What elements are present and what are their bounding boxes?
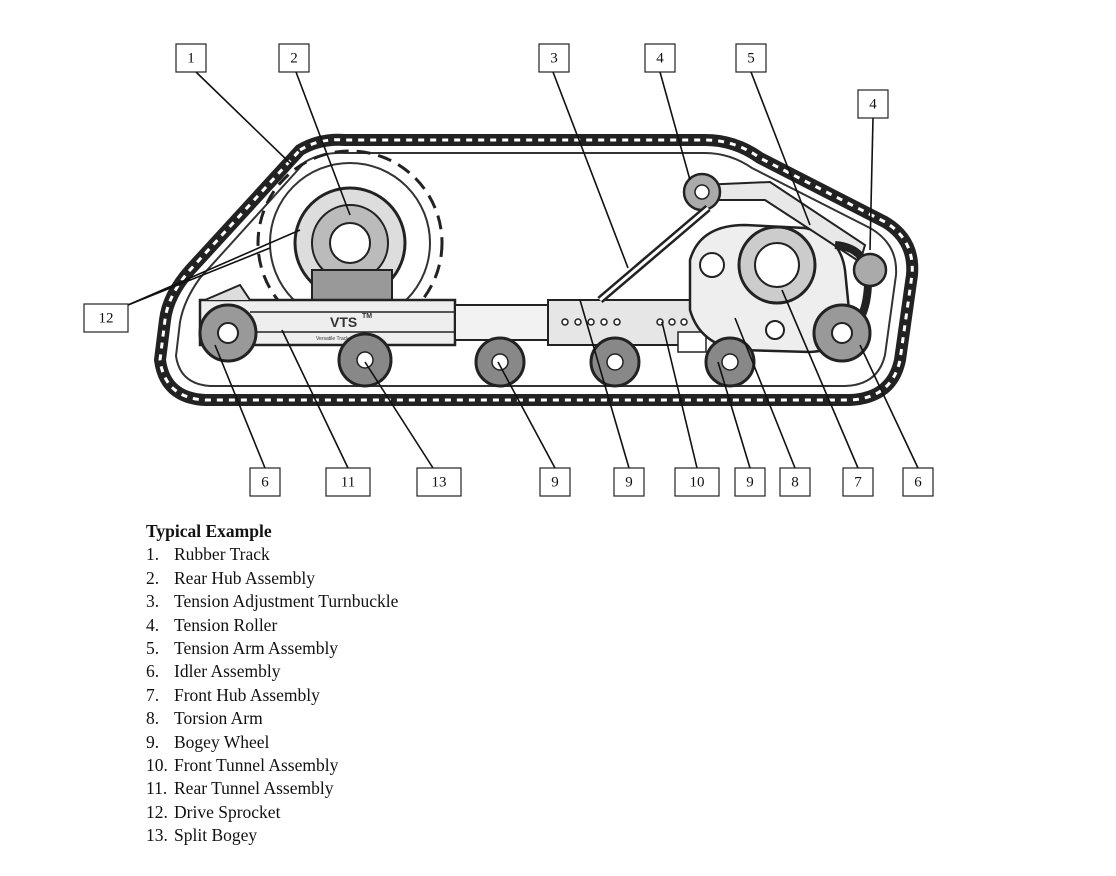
svg-text:9: 9: [551, 474, 559, 490]
badge-subtitle: Versatile Track System: [316, 336, 367, 342]
callout-13: 13: [416, 467, 462, 497]
badge-brand: VTS: [330, 314, 357, 330]
svg-text:10: 10: [690, 474, 705, 490]
legend-item: 11.Rear Tunnel Assembly: [146, 778, 334, 799]
callout-9-a: 9: [539, 467, 571, 497]
legend-item: 12.Drive Sprocket: [146, 801, 281, 822]
leader-lines: [127, 71, 919, 469]
callout-5: 5: [735, 43, 767, 73]
tension-adjustment-turnbuckle: [597, 204, 711, 304]
bogey-wheels: [337, 332, 756, 388]
front-hub-assembly: [737, 225, 817, 305]
callout-2: 2: [278, 43, 310, 73]
svg-text:9: 9: [746, 474, 754, 490]
vts-badge: VTS TM Versatile Track System: [316, 313, 372, 342]
svg-text:6: 6: [261, 474, 269, 490]
svg-text:6: 6: [914, 474, 922, 490]
legend-item: 2.Rear Hub Assembly: [146, 567, 315, 588]
svg-text:3: 3: [550, 50, 558, 66]
svg-text:2: 2: [290, 50, 298, 66]
legend-item: 13.Split Bogey: [146, 825, 258, 846]
legend-item: 1.Rubber Track: [146, 544, 270, 565]
callout-4-top: 4: [644, 43, 676, 73]
svg-text:13: 13: [432, 474, 447, 490]
callout-6-right: 6: [902, 467, 934, 497]
callout-10: 10: [674, 467, 720, 497]
svg-text:4: 4: [869, 96, 877, 112]
svg-text:8: 8: [791, 474, 799, 490]
callout-6-left: 6: [249, 467, 281, 497]
legend-item: 8.Torsion Arm: [146, 708, 263, 729]
legend-title: Typical Example: [146, 521, 272, 541]
legend-item: 9.Bogey Wheel: [146, 731, 270, 752]
legend-item: 6.Idler Assembly: [146, 661, 281, 682]
callout-3: 3: [538, 43, 570, 73]
svg-text:4: 4: [656, 50, 664, 66]
legend-item: 10.Front Tunnel Assembly: [146, 755, 339, 776]
badge-tm: TM: [362, 313, 372, 320]
legend-item: 7.Front Hub Assembly: [146, 684, 320, 705]
legend-item: 4.Tension Roller: [146, 614, 278, 635]
parts-legend: Typical Example 1.Rubber Track 2.Rear Hu…: [146, 520, 398, 848]
legend-item: 3.Tension Adjustment Turnbuckle: [146, 591, 399, 612]
track-system-diagram: VTS TM Versatile Track System: [83, 43, 934, 497]
svg-text:5: 5: [747, 50, 755, 66]
callout-9-b: 9: [613, 467, 645, 497]
svg-text:11: 11: [341, 474, 355, 490]
legend-item: 5.Tension Arm Assembly: [146, 638, 339, 659]
callout-11: 11: [325, 467, 371, 497]
callout-8: 8: [779, 467, 811, 497]
svg-text:9: 9: [625, 474, 633, 490]
callout-9-c: 9: [734, 467, 766, 497]
rubber-track: [153, 133, 919, 406]
callout-7: 7: [842, 467, 874, 497]
callout-4-right: 4: [857, 89, 889, 119]
rear-hub-assembly: [293, 186, 407, 301]
idler-assemblies: [198, 303, 872, 363]
callout-1: 1: [175, 43, 207, 73]
front-tunnel-assembly: [454, 299, 707, 353]
svg-text:12: 12: [99, 310, 114, 326]
svg-text:7: 7: [854, 474, 862, 490]
svg-text:1: 1: [187, 50, 195, 66]
callout-12: 12: [83, 303, 129, 333]
